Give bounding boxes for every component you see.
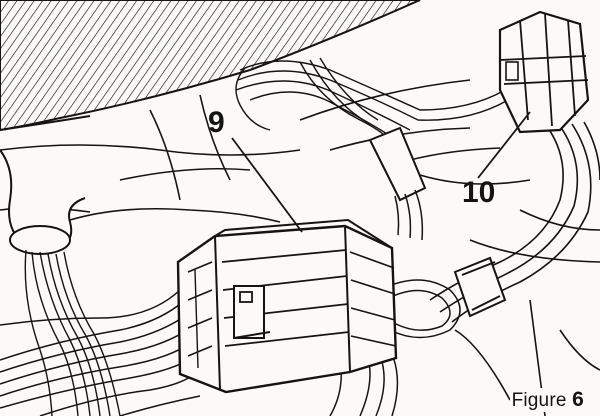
harness-clamp [453,256,507,318]
leader-line-10 [477,111,531,179]
connector-latch[interactable] [233,285,271,339]
main-harness [0,289,201,416]
left-wire-bundle [24,249,121,416]
figure-caption: Figure 6 [509,388,586,412]
wire-sleeve [368,126,427,241]
connector-10[interactable] [498,10,590,134]
connector-9[interactable] [176,218,398,394]
leader-lines [231,111,531,233]
trim-panel [0,0,421,132]
caption-number: 6 [572,388,584,411]
callout-10: 10 [462,176,495,209]
upper-harness [235,57,509,143]
caption-label: Figure [511,390,567,411]
left-bracket [0,149,86,255]
body-panel-lines [0,79,600,416]
leader-line-9 [231,137,303,233]
callout-9: 9 [208,106,225,139]
